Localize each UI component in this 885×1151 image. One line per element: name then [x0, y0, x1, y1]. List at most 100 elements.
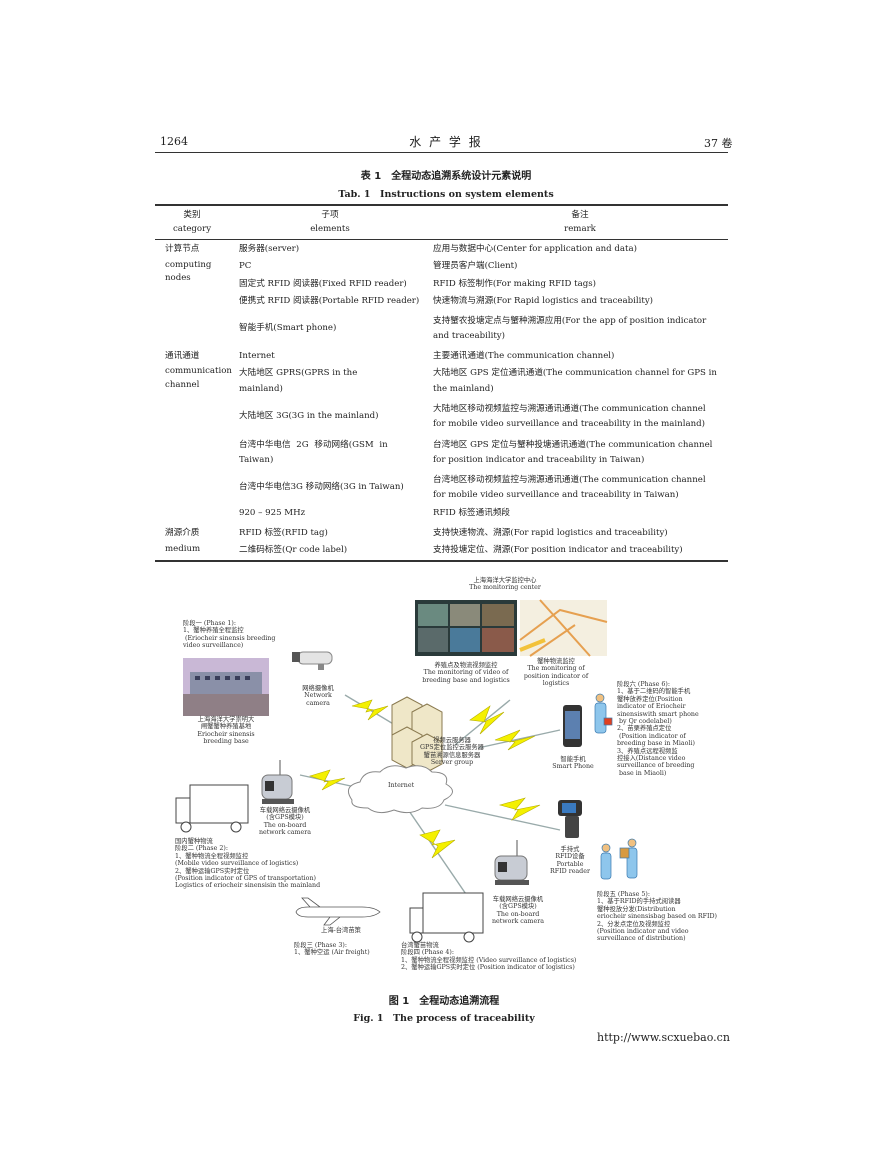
remark-cell: RFID 标签通讯频段: [433, 508, 511, 518]
column-header: remark: [564, 224, 596, 234]
phase3-text: 阶段三 (Phase 3): 1、蟹种空运 (Air freight): [294, 942, 370, 957]
person-icon: [594, 693, 613, 734]
remark-cell: for mobile video surveillance and tracea…: [433, 419, 705, 429]
breeding-base-photo: [183, 658, 269, 716]
remark-cell: the mainland): [433, 384, 494, 394]
column-header: elements: [310, 224, 350, 234]
lightning-icon: [469, 705, 505, 735]
category-cn: 计算节点: [165, 244, 200, 254]
category-en: computing: [165, 260, 212, 270]
phase2-text: 国内蟹种物流 阶段二 (Phase 2): 1、蟹种物流全程视频监控 (Mobi…: [175, 838, 321, 890]
column-header: 类别: [183, 210, 201, 220]
remark-cell: 台湾地区 GPS 定位与蟹种投塘通讯通道(The communication c…: [433, 440, 713, 450]
element-cell: RFID 标签(RFID tag): [239, 528, 328, 538]
element-cell: 大陆地区 3G(3G in the mainland): [239, 411, 379, 421]
remark-cell: for position indicator and traceability …: [433, 455, 645, 465]
server-group-label: 视频云服务器 GPS定位监控云服务器 蟹苗溯源信息服务器 Server grou…: [420, 737, 484, 767]
network-camera-icon: [292, 651, 333, 670]
truck-icon: [409, 892, 484, 943]
lightning-icon: [309, 769, 346, 791]
remark-cell: RFID 标签制作(For making RFID tags): [433, 279, 596, 289]
remark-cell: 大陆地区 GPS 定位通讯通道(The communication channe…: [433, 368, 717, 378]
table-header-rule: [155, 239, 728, 240]
column-header: category: [172, 224, 212, 234]
person-icon: [600, 843, 612, 880]
category-en: nodes: [165, 273, 191, 283]
element-cell: 便携式 RFID 阅读器(Portable RFID reader): [239, 296, 420, 306]
figure-caption-cn: 图 1 全程动态追溯流程: [388, 996, 500, 1007]
remark-cell: 大陆地区移动视频监控与溯源通讯通道(The communication chan…: [433, 404, 706, 414]
category-en: medium: [165, 544, 201, 554]
rfid-reader-label: 手持式 RFID设备 Portable RFID reader: [550, 846, 590, 876]
phase5-text: 阶段五 (Phase 5): 1、基于RFID的手持式阅读器 蟹种投放分发(Di…: [597, 891, 717, 943]
remark-cell: 管理员客户端(Client): [433, 261, 518, 271]
remark-cell: 支持蟹农投塘定点与蟹种溯源应用(For the app of position …: [433, 316, 707, 326]
lightning-icon: [351, 699, 389, 721]
element-cell: mainland): [239, 384, 283, 394]
onboard-camera-icon: [494, 840, 529, 885]
element-cell: PC: [239, 261, 252, 271]
category-en: channel: [165, 380, 200, 390]
breeding-base-label: 上海海洋大学崇明大 闸蟹蟹种养殖基地 Eriocheir sinensis br…: [197, 716, 255, 746]
element-cell: 智能手机(Smart phone): [239, 323, 337, 333]
table-title-en: Tab. 1 Instructions on system elements: [338, 189, 554, 200]
rfid-reader-icon: [558, 800, 582, 838]
remark-cell: 应用与数据中心(Center for application and data): [433, 244, 637, 254]
internet-cloud-icon: [347, 765, 453, 814]
onboard-camera-icon: [261, 760, 294, 804]
element-cell: 台湾中华电信 2G 移动网络(GSM in: [239, 440, 388, 450]
phase6-text: 阶段六 (Phase 6): 1、基于二维码的智能手机 蟹种放养定位(Posit…: [617, 681, 699, 777]
element-cell: 920 – 925 MHz: [239, 508, 306, 518]
element-cell: 固定式 RFID 阅读器(Fixed RFID reader): [239, 279, 407, 289]
internet-label: Internet: [388, 782, 415, 789]
remark-cell: 支持快速物流、溯源(For rapid logistics and tracea…: [433, 528, 668, 538]
truck-icon: [175, 784, 249, 833]
column-header: 备注: [571, 210, 589, 220]
table-bottom-rule: [155, 560, 728, 562]
element-cell: Internet: [239, 351, 275, 361]
remark-cell: 支持投塘定位、溯源(For position indicator and tra…: [433, 545, 683, 555]
lightning-icon: [419, 829, 456, 859]
figure-caption-en: Fig. 1 The process of traceability: [353, 1013, 535, 1024]
server-group-icon: [391, 696, 443, 773]
network-camera-label: 网络摄像机 Network camera: [302, 685, 334, 707]
airplane-icon: [295, 897, 381, 926]
page-number: 1264: [160, 135, 188, 148]
person-icon: [619, 838, 638, 879]
position-monitoring-label: 蟹种物流监控 The monitoring of position indica…: [523, 658, 589, 688]
table-top-rule: [155, 204, 728, 206]
remark-cell: 台湾地区移动视频监控与溯源通讯通道(The communication chan…: [433, 475, 706, 485]
element-cell: 二维码标签(Qr code label): [239, 545, 348, 555]
monitoring-center-label: 上海海洋大学监控中心 The monitoring center: [469, 577, 541, 592]
phase4-text: 台湾蟹苗物流 阶段四 (Phase 4): 1、蟹种物流全程视频监控 (Vide…: [401, 942, 577, 972]
remark-cell: for mobile video surveillance and tracea…: [433, 490, 679, 500]
smart-phone-icon: [563, 705, 582, 747]
phase1-text: 阶段一 (Phase 1): 1、蟹种养殖全程监控 (Eriocheir sin…: [183, 620, 276, 650]
video-monitor-image: [415, 600, 517, 656]
header-rule: [155, 152, 728, 153]
gps-map-image: [519, 599, 608, 657]
onboard-camera-label: 车载网络云摄像机 (含GPS模块) The on-board network c…: [491, 896, 545, 926]
remark-cell: and traceability): [433, 331, 506, 341]
element-cell: 服务器(server): [239, 244, 300, 254]
volume: 37 卷: [704, 137, 733, 150]
category-cn: 通讯通道: [165, 351, 200, 361]
journal-name: 水 产 学 报: [409, 135, 483, 149]
video-monitoring-label: 养殖点及物流视频监控 The monitoring of video of br…: [422, 662, 510, 684]
air-route-label: 上海-台湾苗策: [321, 927, 361, 934]
onboard-camera-label: 车载网络云摄像机 (含GPS模块) The on-board network c…: [258, 807, 312, 837]
remark-cell: 快速物流与溯源(For Rapid logistics and traceabi…: [433, 296, 654, 306]
lightning-icon: [498, 797, 541, 821]
journal-url[interactable]: http://www.scxuebao.cn: [597, 1031, 730, 1044]
category-cn: 溯源介质: [165, 528, 200, 538]
element-cell: 台湾中华电信3G 移动网络(3G in Taiwan): [239, 482, 404, 492]
table-title-cn: 表 1 全程动态追溯系统设计元素说明: [360, 171, 532, 182]
lightning-icon: [494, 729, 536, 751]
category-en: communication: [165, 366, 232, 376]
column-header: 子项: [321, 210, 339, 220]
smart-phone-label: 智能手机 Smart Phone: [552, 756, 594, 771]
remark-cell: 主要通讯通道(The communication channel): [433, 351, 615, 361]
element-cell: 大陆地区 GPRS(GPRS in the: [239, 368, 358, 378]
